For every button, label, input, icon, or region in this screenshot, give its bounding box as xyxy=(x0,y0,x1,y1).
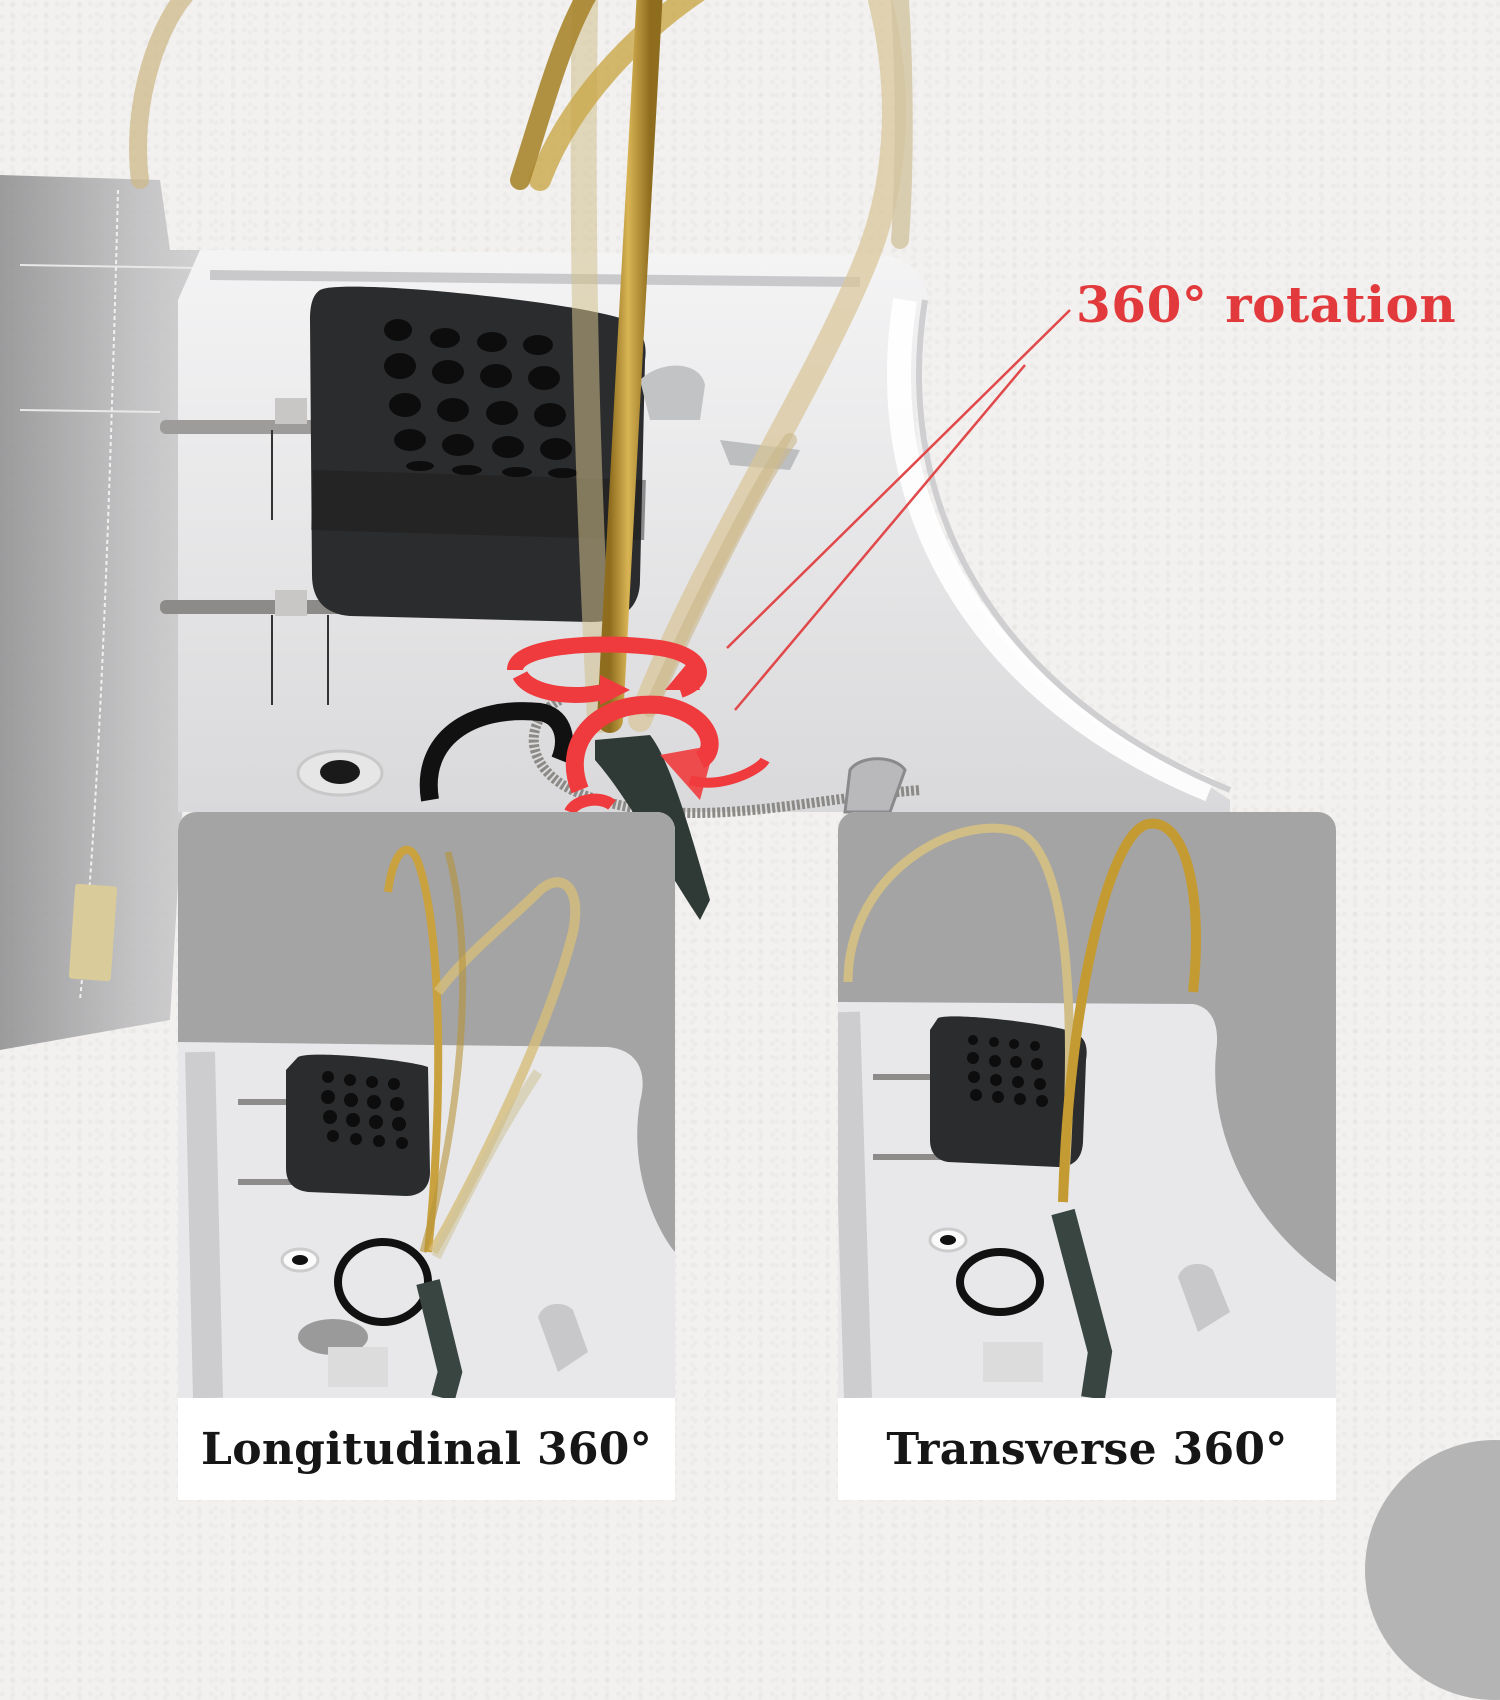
gold-faucet-hoses xyxy=(129,0,913,733)
rotation-callout-label: 360° rotation xyxy=(1076,275,1457,334)
cushion-holes xyxy=(384,319,578,478)
shampoo-basin-illustration xyxy=(0,0,1232,1050)
longitudinal-caption: Longitudinal 360° xyxy=(200,1423,653,1475)
transverse-photo xyxy=(838,812,1336,1400)
longitudinal-caption-area: Longitudinal 360° xyxy=(178,1398,675,1500)
transverse-panel: Transverse 360° xyxy=(838,812,1336,1500)
plastic-cover xyxy=(0,175,215,1050)
longitudinal-photo xyxy=(178,812,675,1402)
transverse-caption-area: Transverse 360° xyxy=(838,1398,1336,1500)
longitudinal-panel: Longitudinal 360° xyxy=(178,812,675,1500)
rotation-arrows-icon xyxy=(507,309,1071,816)
transverse-caption: Transverse 360° xyxy=(886,1423,1288,1475)
label-tag xyxy=(68,883,118,982)
